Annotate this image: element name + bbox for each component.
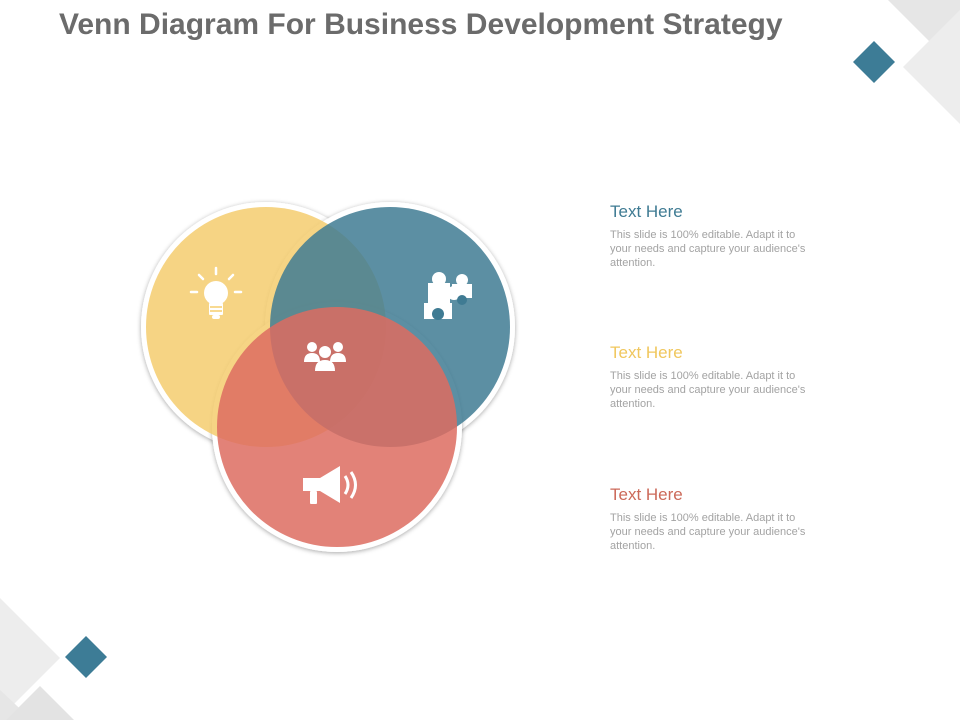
top-right-accent-diamond [853,41,895,83]
text-block-heading: Text Here [610,202,683,221]
text-block-heading: Text Here [610,343,683,362]
text-block-3: Text Here This slide is 100% editable. A… [610,485,810,553]
text-block-body: This slide is 100% editable. Adapt it to… [610,370,806,410]
text-block-body: This slide is 100% editable. Adapt it to… [610,229,806,269]
bottom-left-triangle-2 [6,686,74,720]
megaphone-icon [303,466,357,504]
lightbulb-icon [189,266,243,319]
bottom-left-accent-diamond [65,636,107,678]
text-block-heading: Text Here [610,485,683,504]
bottom-left-triangle-bg [0,598,60,718]
venn-circle-marketing [217,307,457,547]
team-icon [304,342,346,371]
top-right-diamond-bg [903,10,960,124]
puzzle-piece-icon [424,272,472,320]
slide-title: Venn Diagram For Business Development St… [59,8,783,41]
text-block-body: This slide is 100% editable. Adapt it to… [610,512,806,552]
text-block-2: Text Here This slide is 100% editable. A… [610,343,810,411]
text-block-1: Text Here This slide is 100% editable. A… [610,202,810,270]
